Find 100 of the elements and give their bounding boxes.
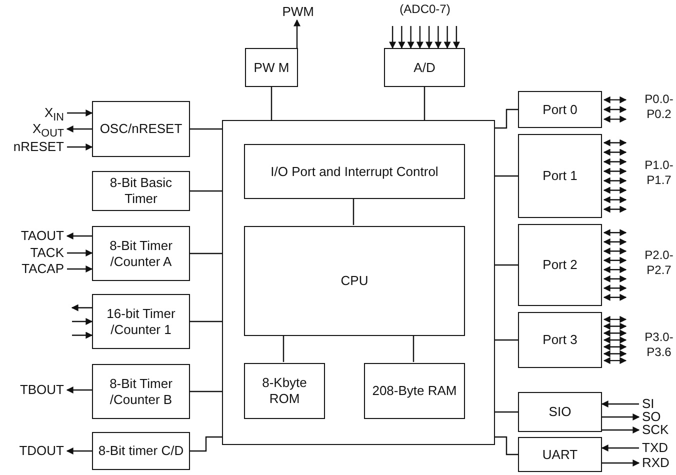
arrow: [67, 110, 93, 116]
bus-line: [282, 335, 284, 362]
signal-label: TDOUT: [10, 443, 64, 459]
block-label: PW M: [254, 60, 290, 76]
signal-label: SCK: [642, 422, 674, 438]
block-label: CPU: [340, 273, 368, 289]
block-box: [92, 294, 190, 349]
bus-line: [495, 411, 518, 413]
bus-line: [190, 390, 222, 392]
pin-range-label: P0.0- P0.2: [644, 92, 674, 122]
arrow: [603, 206, 627, 213]
arrow: [603, 148, 627, 156]
arrow: [603, 322, 627, 330]
arrow: [603, 177, 627, 184]
signal-label: SI: [642, 396, 664, 412]
block-label: Port 3: [542, 332, 578, 348]
arrow: [603, 336, 627, 344]
block-box: [518, 91, 602, 128]
bus-line: [190, 128, 222, 130]
arrow: [416, 26, 424, 49]
block-box: [518, 437, 602, 472]
signal-label: TACK: [20, 245, 64, 261]
bus-line: [190, 436, 222, 452]
block-box: [244, 363, 325, 419]
block-label: 8-Bit timer C/D: [98, 443, 184, 459]
arrow: [603, 96, 627, 104]
bus-line: [495, 108, 518, 129]
arrow: [452, 26, 460, 49]
arrow: [603, 186, 627, 194]
bus-line: [352, 198, 354, 225]
bus-line: [495, 436, 518, 456]
arrow: [601, 400, 639, 408]
block-label: SIO: [548, 404, 572, 420]
block-box: [92, 226, 190, 281]
bus-line: [190, 320, 222, 322]
pin-range-label: (ADC0-7): [398, 2, 452, 17]
block-label: 208-Byte RAM: [372, 383, 457, 399]
arrow: [602, 414, 640, 420]
arrow: [603, 158, 627, 166]
block-label: 8-Bit Basic Timer: [108, 175, 174, 207]
arrow: [72, 332, 93, 339]
block-label: OSC/nRESET: [100, 121, 182, 137]
signal-label: TACAP: [12, 261, 64, 277]
arrow: [603, 139, 627, 146]
block-box: [518, 134, 602, 218]
arrow: [66, 126, 92, 132]
block-box: [384, 48, 465, 87]
block-box: [245, 48, 298, 87]
arrow: [603, 294, 627, 301]
pin-range-label: P1.0- P1.7: [644, 158, 674, 188]
pin-range-label: P2.0- P2.7: [644, 248, 674, 278]
arrow: [66, 232, 92, 240]
arrow: [603, 284, 627, 292]
block-label: A/D: [414, 60, 436, 76]
arrow: [602, 426, 640, 434]
block-label: 8-Bit Timer /Counter A: [108, 238, 174, 270]
block-label: Port 1: [542, 168, 578, 184]
block-box: [244, 144, 465, 199]
arrow: [434, 26, 442, 49]
block-label: UART: [542, 446, 578, 462]
arrow: [603, 275, 627, 282]
block-box: [518, 312, 602, 368]
block-label: 16-bit Timer /Counter 1: [106, 306, 176, 338]
block-box: [244, 226, 465, 336]
arrow: [71, 304, 92, 312]
signal-label: TXD: [642, 440, 674, 456]
block-box: [92, 432, 190, 470]
arrow: [67, 266, 93, 272]
block-box: [364, 363, 465, 419]
arrow: [426, 26, 433, 49]
arrow: [603, 357, 627, 364]
block-label: 8-Kbyte ROM: [261, 375, 308, 407]
signal-label: nRESET: [4, 139, 64, 155]
signal-label: RXD: [642, 455, 674, 471]
arrow: [603, 238, 627, 246]
arrow: [603, 316, 627, 323]
block-label: Port 2: [542, 257, 578, 273]
block-label: Port 0: [542, 102, 578, 118]
bus-line: [412, 335, 414, 362]
arrow: [294, 19, 300, 48]
signal-label: SO: [642, 409, 668, 425]
arrow: [444, 26, 451, 49]
arrow: [66, 386, 92, 394]
arrow: [603, 266, 627, 274]
signal-label: PWM: [280, 4, 314, 20]
arrow: [603, 106, 627, 113]
arrow: [603, 330, 627, 337]
arrow: [67, 144, 93, 150]
block-box: [92, 171, 190, 211]
core-frame: [222, 120, 495, 445]
arrow: [67, 250, 93, 256]
bus-line: [190, 190, 222, 192]
block-label: I/O Port and Interrupt Control: [270, 164, 438, 180]
arrow: [603, 229, 627, 236]
arrow: [603, 350, 627, 358]
bus-line: [495, 339, 518, 341]
arrow: [407, 26, 414, 49]
arrow: [603, 343, 627, 350]
block-box: [92, 364, 190, 419]
block-box: [92, 101, 190, 157]
